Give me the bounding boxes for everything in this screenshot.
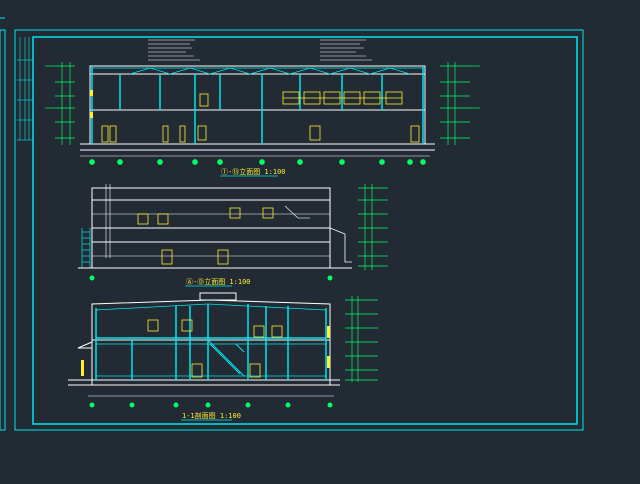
drawing-title-middle: Ⓐ-Ⓓ立面图 1:100 <box>186 277 251 286</box>
structure-bottom <box>95 304 327 380</box>
roof-truss-top <box>92 67 423 75</box>
level-dimension-left <box>45 62 75 145</box>
windows-upper-middle <box>137 207 274 225</box>
axis-markers-top <box>80 155 430 165</box>
note-lines-left <box>148 39 200 61</box>
level-dimension-middle <box>358 184 388 270</box>
drawing-frame <box>14 29 584 431</box>
ladder-middle <box>105 184 111 258</box>
building-outline-middle <box>78 187 352 269</box>
canopy-middle <box>329 227 352 263</box>
section-bottom: 1-1剖面图 1:100 <box>68 292 378 421</box>
elevation-middle: Ⓐ-Ⓓ立面图 1:100 <box>78 184 388 287</box>
internal-stair-bottom <box>207 339 245 377</box>
level-dimension-right <box>440 62 480 145</box>
binding-margin <box>17 37 33 141</box>
left-panel-strip <box>0 17 6 431</box>
columns-top <box>91 66 424 144</box>
axis-markers-bottom <box>89 402 333 408</box>
level-dimension-bottom <box>345 296 378 382</box>
roof-bottom <box>91 292 331 312</box>
axis-markers-middle <box>89 275 333 281</box>
windows-bottom <box>147 319 283 378</box>
accent-bars-bottom <box>81 326 330 376</box>
drawing-title-top: ①-⑬立面图 1:100 <box>221 167 286 176</box>
windows-upper-top <box>199 91 403 107</box>
building-outline-bottom <box>68 304 340 386</box>
drawing-title-bottom: 1-1剖面图 1:100 <box>182 411 241 420</box>
elevation-top: ①-⑬立面图 1:100 <box>45 39 480 177</box>
accent-marks-top <box>90 90 93 118</box>
note-lines-right <box>320 39 372 61</box>
callout-leader-middle <box>284 205 310 219</box>
external-stair-middle <box>81 228 91 268</box>
windows-lower-top <box>101 125 420 143</box>
roof-beams-bottom <box>95 303 327 311</box>
doors-lower-middle <box>161 249 229 265</box>
